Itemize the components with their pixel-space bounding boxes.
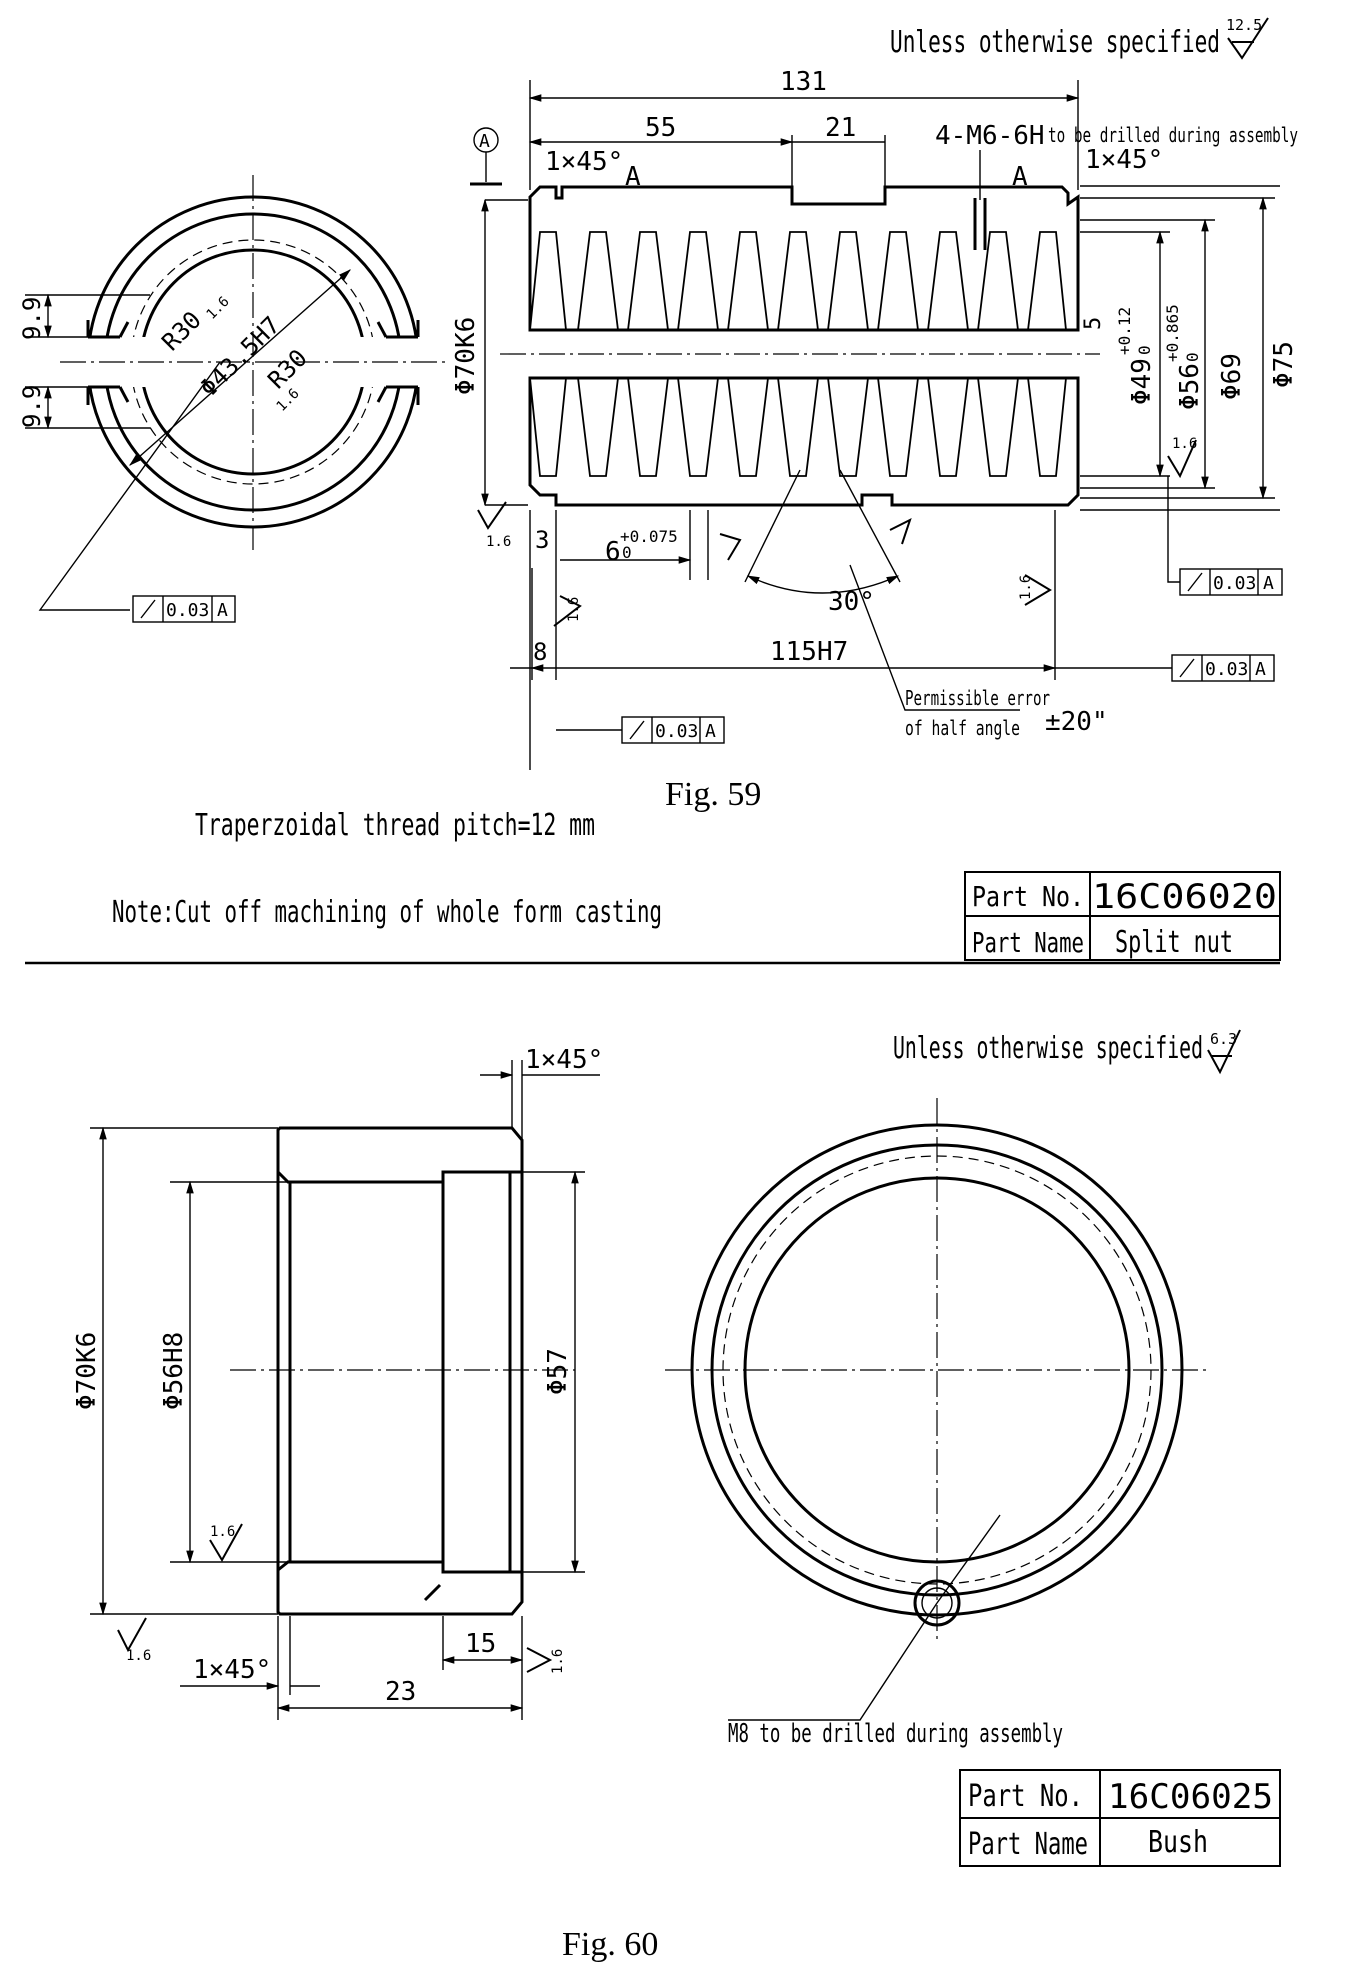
half-angle-2: of half angle: [905, 716, 1020, 740]
dim-six: 6: [605, 537, 621, 567]
rough-r30-a: 1.6: [204, 294, 233, 323]
dim-eight: 8: [533, 638, 547, 666]
svg-text:+0.12: +0.12: [1115, 307, 1134, 355]
dim-holes-note: to be drilled during assembly: [1048, 123, 1298, 147]
dim-five: 5: [1081, 317, 1106, 330]
dim-three: 3: [535, 526, 549, 554]
half-angle-val: ±20": [1045, 707, 1108, 737]
tolerance-frame-end-view: 0.03 A: [132, 595, 236, 623]
bush-dia-70: Φ70K6: [72, 1332, 102, 1410]
svg-text:0.03: 0.03: [1205, 659, 1248, 680]
dim-a-right: A: [1012, 162, 1028, 192]
bush-len-23: 23: [385, 1677, 416, 1707]
svg-text:0: 0: [1135, 345, 1154, 355]
svg-text:0: 0: [622, 543, 632, 562]
dim-chamfer-left: 1×45°: [545, 147, 623, 177]
svg-text:+0.865: +0.865: [1163, 304, 1182, 362]
bush-m8-note: M8 to be drilled during assembly: [728, 1719, 1063, 1749]
bush-end-view: M8 to be drilled during assembly: [665, 1098, 1210, 1749]
dim-55: 55: [645, 113, 676, 143]
title-block-60: Part No. 16C06025 Part Name Bush: [959, 1769, 1281, 1867]
tolerance-frame-bottom: 0.03 A: [556, 716, 725, 744]
pitch-note: Traperzoidal thread pitch=12 mm: [195, 808, 595, 843]
svg-text:0: 0: [1183, 352, 1202, 362]
fig59-spec-roughness: 12.5: [1226, 16, 1262, 34]
svg-text:Part Name: Part Name: [968, 1827, 1088, 1862]
svg-text:Part No.: Part No.: [968, 1779, 1083, 1814]
fig60-spec-note: Unless otherwise specified: [893, 1031, 1203, 1066]
svg-text:Part No.: Part No.: [972, 880, 1084, 913]
svg-text:1.6: 1.6: [550, 1649, 566, 1674]
svg-text:1.6: 1.6: [1172, 436, 1197, 452]
svg-text:1.6: 1.6: [210, 1524, 235, 1540]
svg-text:A: A: [1255, 659, 1266, 680]
roughness-symbol: [1227, 17, 1269, 60]
dim-dia-70: Φ70K6: [451, 317, 481, 395]
tolerance-frame-115: 0.03 A: [1055, 654, 1275, 682]
svg-text:1.6: 1.6: [486, 534, 511, 550]
svg-text:0.03: 0.03: [166, 600, 209, 621]
fig59: Unless otherwise specified 12.5: [18, 16, 1299, 961]
svg-text:A: A: [705, 721, 716, 742]
bush-len-15: 15: [465, 1629, 496, 1659]
dim-dia-69: Φ69: [1217, 353, 1247, 400]
svg-text:0.03: 0.03: [655, 721, 698, 742]
casting-note: Note:Cut off machining of whole form cas…: [112, 895, 662, 930]
svg-text:A: A: [1263, 573, 1274, 594]
bush-section-view: Φ70K6 Φ56H8 Φ57 1×45° 1×45° 15: [72, 1045, 603, 1720]
tolerance-frame-right: 0.03 A: [1167, 476, 1283, 596]
dim-dia-49: Φ49: [1127, 358, 1157, 405]
dim-holes: 4-M6-6H: [935, 121, 1045, 151]
datum-A: A: [479, 131, 490, 152]
dim-dia-56: Φ56: [1175, 363, 1205, 410]
title-block-59: Part No. 16C06020 Part Name Split nut: [964, 871, 1281, 961]
fig60-spec-roughness: 6.3: [1210, 1030, 1237, 1048]
svg-text:0.03: 0.03: [1213, 573, 1256, 594]
dim-21: 21: [825, 113, 856, 143]
svg-text:+0.075: +0.075: [620, 527, 678, 546]
dim-9-9-top: 9.9: [18, 297, 46, 340]
svg-text:1.6: 1.6: [126, 1648, 151, 1664]
dim-dia-75: Φ75: [1269, 341, 1299, 388]
dim-chamfer-right: 1×45°: [1085, 145, 1163, 175]
svg-text:1.6: 1.6: [566, 597, 582, 622]
svg-text:1.6: 1.6: [1018, 575, 1034, 600]
bush-chamfer-top: 1×45°: [525, 1045, 603, 1075]
bush-dia-56: Φ56H8: [159, 1332, 189, 1410]
bush-dia-57: Φ57: [543, 1348, 573, 1395]
svg-text:Split nut: Split nut: [1115, 925, 1233, 960]
split-nut-end-view: 9.9 9.9 Φ43.5H7 R30 R30 1.6 1.6: [18, 175, 450, 611]
bush-chamfer-bottom: 1×45°: [193, 1655, 271, 1685]
fig59-caption: Fig. 59: [665, 776, 761, 813]
svg-text:16C06025: 16C06025: [1108, 1777, 1273, 1817]
svg-text:A: A: [217, 600, 228, 621]
half-angle-1: Permissible error: [905, 686, 1050, 710]
svg-text:16C06020: 16C06020: [1092, 877, 1277, 917]
dim-a-left: A: [625, 162, 641, 192]
svg-text:Part Name: Part Name: [972, 926, 1084, 959]
split-nut-section-view: 131 55 21 4-M6-6H to be drilled during a…: [451, 67, 1299, 770]
dim-9-9-bottom: 9.9: [18, 385, 46, 428]
svg-text:Bush: Bush: [1148, 1825, 1208, 1860]
fig60: Unless otherwise specified 6.3 Φ70K6: [72, 1029, 1281, 1963]
fig59-spec-note: Unless otherwise specified: [890, 25, 1220, 60]
fig60-caption: Fig. 60: [562, 1926, 658, 1963]
dim-131: 131: [780, 67, 827, 97]
dim-115: 115H7: [770, 637, 848, 667]
